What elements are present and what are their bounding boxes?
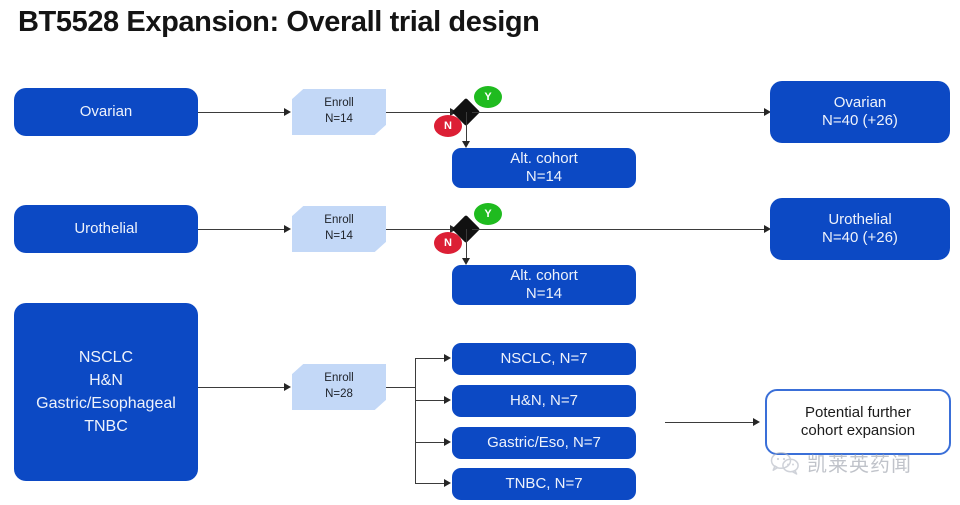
decision-yes-badge-urothelial-label: Y (484, 208, 492, 220)
source-box-basket: NSCLC H&N Gastric/Esophageal TNBC (14, 303, 198, 481)
source-box-basket-line-1: NSCLC (78, 348, 134, 366)
source-box-ovarian: Ovarian (14, 88, 198, 136)
source-box-basket-line-4: TNBC (84, 418, 128, 436)
decision-yes-badge-ovarian-label: Y (484, 91, 492, 103)
enroll-node-ovarian: Enroll N=14 (292, 89, 386, 135)
cohort-box-gastric-label: Gastric/Eso, N=7 (487, 433, 601, 451)
source-box-basket-line-2: H&N (89, 371, 123, 389)
source-box-urothelial: Urothelial (14, 205, 198, 253)
alt-cohort-box-urothelial-line1: Alt. cohort (510, 266, 578, 284)
outcome-box-ovarian-line2: N=40 (+26) (822, 112, 898, 129)
decision-no-badge-urothelial: N (434, 232, 462, 254)
expansion-box: Potential further cohort expansion (765, 389, 951, 455)
connector-branch-nsclc (415, 358, 446, 359)
connector-ovarian-to-enroll (198, 112, 286, 113)
decision-no-badge-ovarian: N (434, 115, 462, 137)
enroll-node-basket: Enroll N=28 (292, 364, 386, 410)
outcome-box-urothelial-line2: N=40 (+26) (822, 229, 898, 246)
enroll-node-basket-line1: Enroll (324, 372, 354, 385)
arrowhead-urothelial-to-enroll (284, 224, 291, 233)
connector-enroll-to-decision-urothelial (386, 229, 452, 230)
enroll-node-urothelial-line2: N=14 (325, 230, 353, 242)
cohort-box-gastric: Gastric/Eso, N=7 (452, 427, 636, 459)
cohort-box-tnbc-label: TNBC, N=7 (505, 474, 583, 492)
cohort-box-nsclc-label: NSCLC, N=7 (500, 349, 588, 367)
cohort-box-nsclc: NSCLC, N=7 (452, 343, 636, 375)
decision-no-badge-urothelial-label: N (444, 237, 452, 249)
source-box-ovarian-label: Ovarian (79, 102, 133, 120)
arrowhead-branch-tnbc (444, 478, 451, 487)
outcome-box-ovarian: Ovarian N=40 (+26) (770, 81, 950, 143)
decision-yes-badge-urothelial: Y (474, 203, 502, 225)
enroll-node-basket-line2: N=28 (325, 388, 353, 400)
enroll-node-ovarian-line2: N=14 (325, 113, 353, 125)
outcome-box-urothelial: Urothelial N=40 (+26) (770, 198, 950, 260)
connector-branch-gastric (415, 442, 446, 443)
arrowhead-branch-gastric (444, 437, 451, 446)
alt-cohort-box-urothelial-line2: N=14 (525, 285, 563, 302)
source-box-basket-line-3: Gastric/Esophageal (36, 395, 176, 412)
cohort-box-hn-label: H&N, N=7 (510, 391, 578, 409)
alt-cohort-box-ovarian-line1: Alt. cohort (510, 149, 578, 167)
connector-basket-split-trunk (415, 358, 416, 483)
expansion-box-line2: cohort expansion (800, 422, 916, 439)
connector-yes-urothelial-to-outcome (472, 229, 766, 230)
arrowhead-branch-nsclc (444, 353, 451, 362)
connector-branch-hn (415, 400, 446, 401)
enroll-node-urothelial-line1: Enroll (324, 214, 354, 227)
connector-urothelial-to-enroll (198, 229, 286, 230)
connector-enroll-basket-trunk (386, 387, 416, 388)
connector-branch-tnbc (415, 483, 446, 484)
source-box-urothelial-label: Urothelial (74, 219, 138, 237)
outcome-box-ovarian-line1: Ovarian (833, 93, 887, 111)
arrowhead-to-expansion (753, 417, 760, 426)
arrowhead-yes-urothelial-to-outcome (764, 224, 771, 233)
connector-no-ovarian-to-alt (466, 112, 467, 143)
alt-cohort-box-urothelial: Alt. cohort N=14 (452, 265, 636, 305)
connector-yes-ovarian-to-outcome (472, 112, 766, 113)
decision-no-badge-ovarian-label: N (444, 120, 452, 132)
connector-no-urothelial-to-alt (466, 229, 467, 260)
enroll-node-urothelial: Enroll N=14 (292, 206, 386, 252)
arrowhead-ovarian-to-enroll (284, 107, 291, 116)
alt-cohort-box-ovarian: Alt. cohort N=14 (452, 148, 636, 188)
arrowhead-yes-ovarian-to-outcome (764, 107, 771, 116)
arrowhead-no-urothelial-to-alt (461, 258, 470, 265)
connector-basket-to-enroll (198, 387, 286, 388)
alt-cohort-box-ovarian-line2: N=14 (525, 168, 563, 185)
connector-to-expansion (665, 422, 755, 423)
arrowhead-no-ovarian-to-alt (461, 141, 470, 148)
outcome-box-urothelial-line1: Urothelial (828, 210, 892, 228)
expansion-box-line1: Potential further (805, 403, 911, 421)
decision-yes-badge-ovarian: Y (474, 86, 502, 108)
page-title: BT5528 Expansion: Overall trial design (18, 6, 540, 38)
cohort-box-tnbc: TNBC, N=7 (452, 468, 636, 500)
enroll-node-ovarian-line1: Enroll (324, 97, 354, 110)
arrowhead-branch-hn (444, 395, 451, 404)
arrowhead-basket-to-enroll (284, 382, 291, 391)
cohort-box-hn: H&N, N=7 (452, 385, 636, 417)
connector-enroll-to-decision-ovarian (386, 112, 452, 113)
